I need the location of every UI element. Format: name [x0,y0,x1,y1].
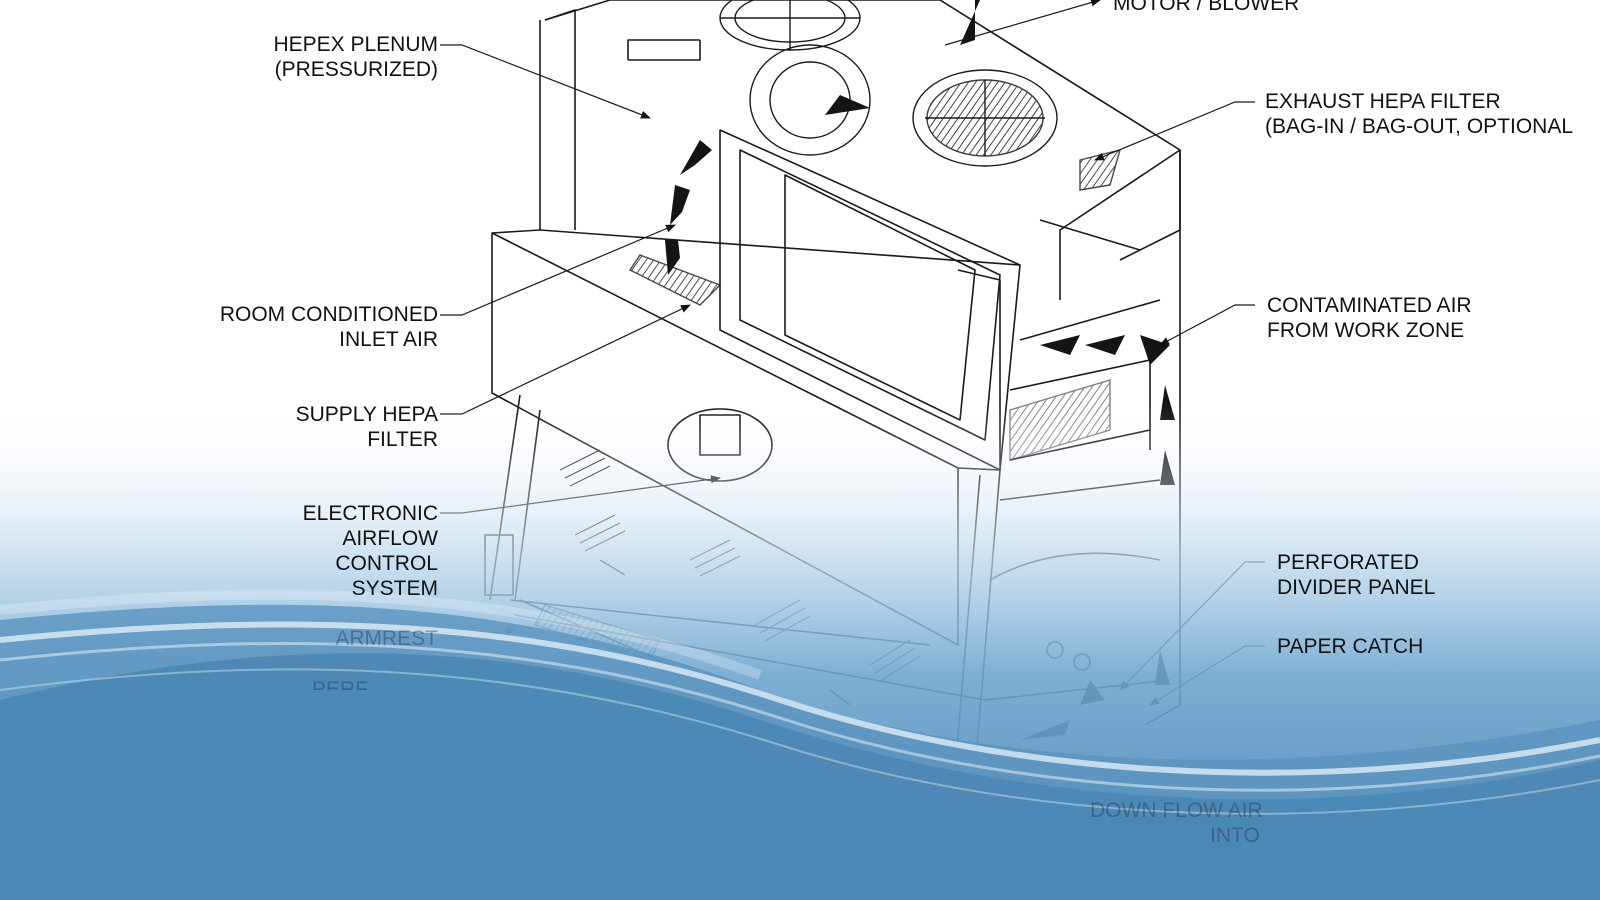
label-motor-blower: MOTOR / BLOWER [1113,0,1300,15]
label-perf-partial: PERF [312,678,369,690]
label-paper-catch: PAPER CATCH [1277,635,1424,658]
label-room-conditioned-inlet-air: ROOM CONDITIONED INLET AIR [219,303,438,351]
label-hepex-plenum: HEPEX PLENUM (PRESSURIZED) [273,33,438,81]
label-armrest: ARMREST [335,627,438,650]
label-contaminated-air: CONTAMINATED AIR FROM WORK ZONE [1267,294,1472,342]
label-perforated-divider-panel: PERFORATED DIVIDER PANEL [1277,551,1436,599]
label-exhaust-hepa-filter: EXHAUST HEPA FILTER (BAG-IN / BAG-OUT, O… [1265,90,1574,138]
label-electronic-airflow-control: ELECTRONIC AIRFLOW CONTROL SYSTEM [302,502,438,600]
label-down-flow-air: DOWN FLOW AIR INTO [1090,799,1263,847]
label-supply-hepa-filter: SUPPLY HEPA FILTER [295,403,438,451]
